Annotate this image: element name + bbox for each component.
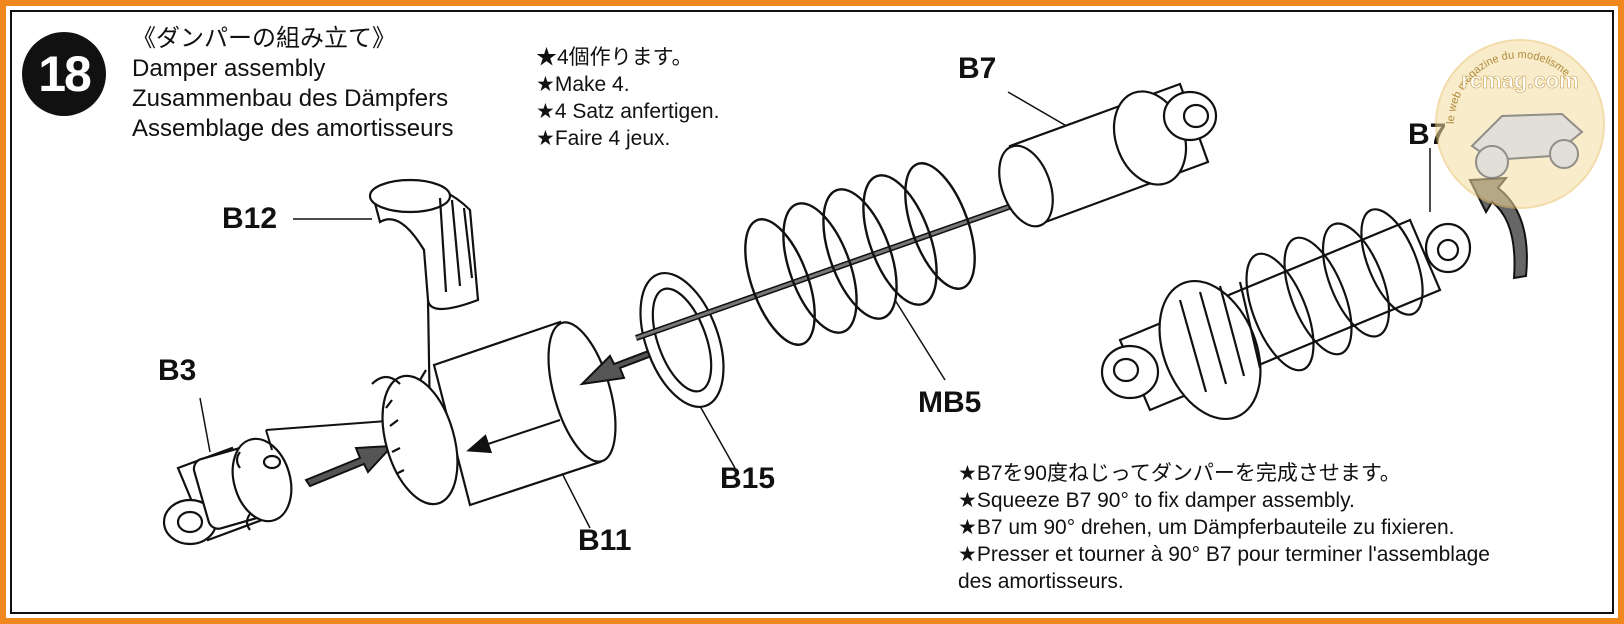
damper-shaft — [635, 193, 1041, 341]
quantity-note-en: ★Make 4. — [536, 73, 630, 96]
label-b11: B11 — [578, 524, 632, 557]
insert-arrow-b3 — [265, 419, 401, 488]
label-b12: B12 — [222, 202, 278, 235]
part-mb5 — [744, 162, 976, 346]
twist-instruction: ★B7を90度ねじってダンパーを完成させます。 ★Squeeze B7 90° … — [958, 460, 1490, 595]
title-german: Zusammenbau des Dämpfers — [132, 85, 449, 112]
step-number-badge: 18 — [22, 32, 106, 116]
label-mb5: MB5 — [918, 386, 982, 419]
part-b15 — [639, 271, 725, 409]
watermark-brand: rcmag.com — [1461, 68, 1578, 93]
quantity-note-fr: ★Faire 4 jeux. — [536, 127, 671, 150]
step-title: 《ダンパーの組み立て》 Damper assembly Zusammenbau … — [132, 24, 453, 144]
rcmag-watermark-logo: le web magazine du modelisme rcmag.com — [1435, 39, 1605, 209]
quantity-note-jp: ★4個作ります。 — [536, 46, 693, 69]
watermark-buggy-icon — [1470, 112, 1584, 179]
instruction-en: ★Squeeze B7 90° to fix damper assembly. — [958, 489, 1355, 512]
instruction-jp: ★B7を90度ねじってダンパーを完成させます。 — [958, 462, 1401, 485]
part-b3 — [162, 437, 293, 546]
instruction-de: ★B7 um 90° drehen, um Dämpferbauteile zu… — [958, 516, 1455, 539]
title-japanese: 《ダンパーの組み立て》 — [132, 25, 396, 52]
title-french: Assemblage des amortisseurs — [132, 115, 454, 142]
inner-border — [10, 10, 1614, 614]
part-b7-top — [998, 82, 1218, 228]
label-b7-top: B7 — [958, 52, 997, 85]
instruction-fr-2: des amortisseurs. — [958, 570, 1124, 593]
instruction-fr-1: ★Presser et tourner à 90° B7 pour termin… — [958, 543, 1490, 566]
quantity-note: ★4個作ります。 ★Make 4. ★4 Satz anfertigen. ★F… — [536, 44, 719, 152]
quantity-note-de: ★4 Satz anfertigen. — [536, 100, 720, 123]
label-b3: B3 — [158, 354, 197, 387]
assembled-damper — [1100, 208, 1472, 421]
part-b11 — [371, 320, 617, 507]
title-english: Damper assembly — [132, 55, 326, 82]
label-b15: B15 — [720, 462, 776, 495]
